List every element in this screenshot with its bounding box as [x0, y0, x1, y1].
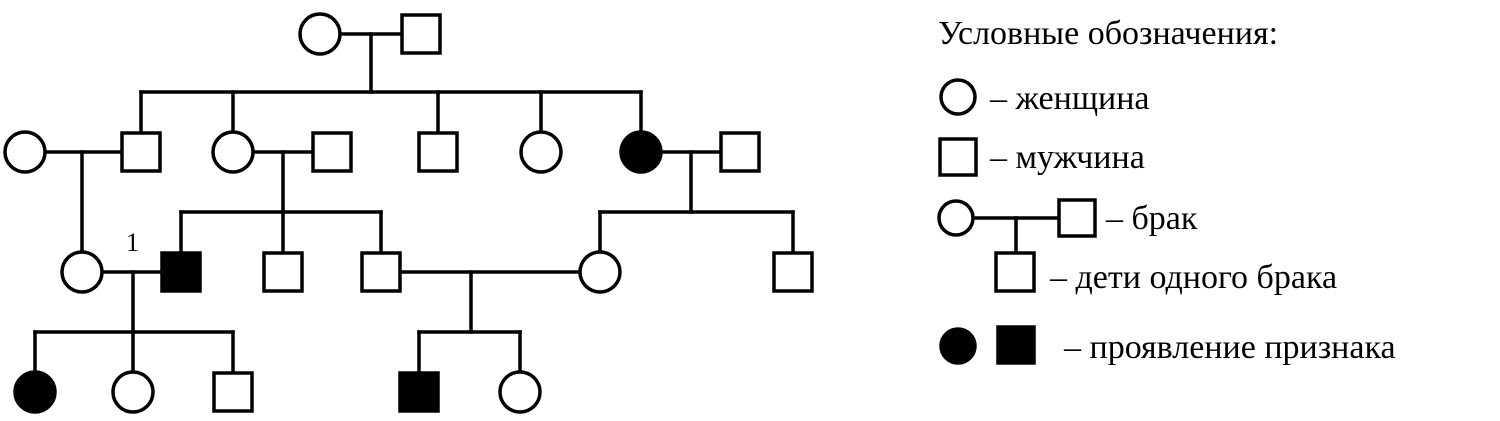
male-gen3-3: [262, 251, 304, 293]
individual-label: 1: [126, 228, 139, 257]
male-gen1: [400, 13, 442, 55]
legend-female-label: – женщина: [989, 80, 1150, 117]
legend-male-label: – мужчина: [989, 139, 1145, 176]
female-gen1: [298, 12, 342, 56]
female-gen3-1: [60, 250, 104, 294]
legend-affected-label: – проявление признака: [1063, 329, 1396, 366]
legend-female-icon: [939, 78, 977, 116]
legend-title: Условные обозначения:: [938, 15, 1278, 52]
male-gen4-3: [212, 371, 254, 413]
male-gen3-2-affected: [160, 251, 202, 293]
female-gen4-2: [111, 370, 155, 414]
female-gen4-5: [498, 370, 542, 414]
male-gen3-6: [772, 251, 814, 293]
pedigree-individuals: [3, 12, 814, 414]
male-gen2-spouse: [311, 131, 353, 173]
legend-affected-female-icon: [939, 327, 977, 365]
female-gen2-2: [211, 130, 255, 174]
male-gen2-3: [417, 131, 459, 173]
legend-children-icon: [994, 251, 1036, 293]
female-gen2-spouse: [3, 130, 47, 174]
female-gen2-4: [519, 130, 563, 174]
legend: Условные обозначения: – женщина – мужчин…: [937, 15, 1396, 366]
legend-marriage-female-icon: [937, 199, 975, 237]
pedigree-lines: [33, 32, 795, 374]
male-gen4-4-affected: [398, 371, 440, 413]
female-gen2-5-affected: [619, 130, 663, 174]
female-gen4-1-affected: [13, 370, 57, 414]
legend-affected-male-icon: [996, 325, 1036, 365]
legend-children-label: – дети одного брака: [1049, 259, 1337, 296]
female-gen3-5: [578, 250, 622, 294]
legend-male-icon: [938, 137, 978, 177]
male-gen2-1: [120, 131, 162, 173]
male-gen2-spouse-2: [719, 131, 761, 173]
legend-marriage-label: – брак: [1105, 200, 1198, 237]
legend-marriage-male-icon: [1057, 198, 1097, 238]
male-gen3-4: [360, 251, 402, 293]
